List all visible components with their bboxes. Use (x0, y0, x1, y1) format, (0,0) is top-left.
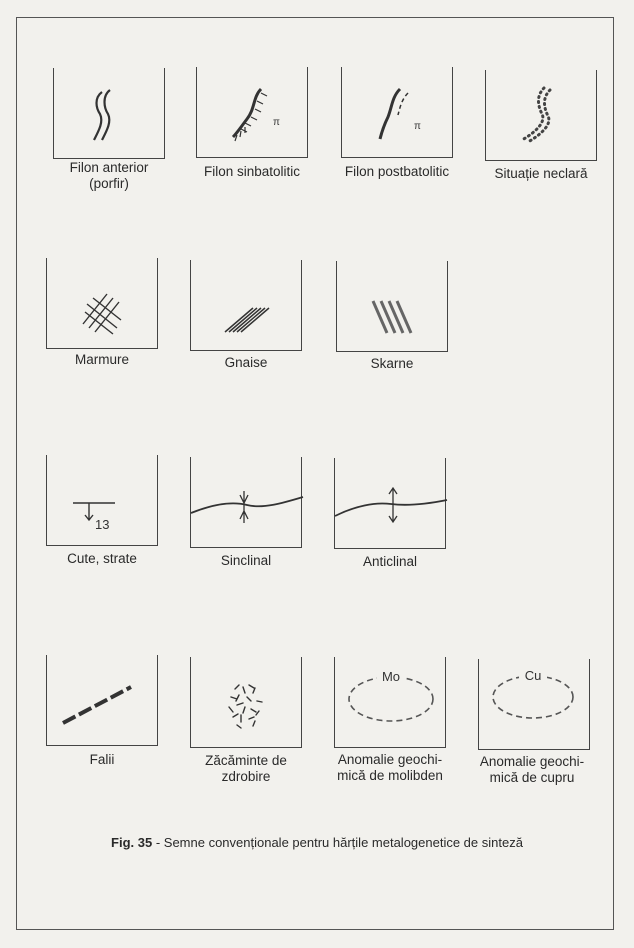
label-skarne: Skarne (370, 356, 414, 371)
label-zacaminte-zdrobire: Zăcăminte de zdrobire (205, 753, 287, 784)
molibden-element-label: Mo (382, 669, 400, 684)
situatie-neclara-icon (520, 86, 552, 144)
marmure-icon (82, 293, 122, 335)
label-anomalie-molibden: Anomalie geochi- mică de molibden (337, 752, 443, 783)
sinclinal-icon (190, 491, 304, 523)
label-filon-postbatolitic: Filon postbatolitic (344, 164, 450, 179)
label-gnaise: Gnaise (224, 355, 268, 370)
caption-text: - Semne convenționale pentru hărțile met… (152, 835, 523, 850)
falii-icon (62, 685, 132, 725)
caption-figure-number: Fig. 35 (111, 835, 153, 850)
anomalie-cupru-icon: Cu (492, 668, 574, 719)
label-cute-strate: Cute, strate (67, 551, 137, 566)
label-anticlinal: Anticlinal (362, 554, 418, 569)
symbol-box-situatie-neclara (485, 70, 597, 161)
gnaise-icon (224, 307, 270, 333)
symbol-box-falii (46, 655, 158, 746)
label-marmure: Marmure (74, 352, 129, 367)
figure-caption: Fig. 35 - Semne convenționale pentru hăr… (0, 835, 634, 850)
label-filon-sinbatolitic: Filon sinbatolitic (203, 164, 301, 179)
label-filon-anterior: Filon anterior (porfir) (69, 160, 149, 191)
cupru-element-label: Cu (525, 668, 542, 683)
filon-sinbatolitic-icon: π (231, 87, 280, 142)
filon-postbatolitic-icon: π (378, 87, 421, 140)
symbol-box-zacaminte-zdrobire (190, 657, 302, 748)
symbol-box-gnaise (190, 260, 302, 351)
anomalie-molibden-icon: Mo (348, 669, 434, 722)
label-falii: Falii (89, 752, 115, 767)
symbol-box-filon-sinbatolitic: π (196, 67, 308, 158)
anticlinal-icon (334, 486, 448, 524)
figure-frame (16, 17, 614, 930)
zacaminte-zdrobire-icon (228, 684, 263, 729)
label-situatie-neclara: Situație neclară (494, 166, 588, 181)
symbol-box-anticlinal (334, 458, 448, 549)
cute-strate-icon: 13 (73, 502, 115, 532)
cute-strate-value: 13 (95, 517, 109, 532)
symbol-box-skarne (336, 261, 448, 352)
symbol-box-filon-postbatolitic: π (341, 67, 453, 158)
symbol-box-anomalie-cupru: Cu (478, 659, 590, 750)
skarne-icon (371, 300, 413, 334)
label-sinclinal: Sinclinal (220, 553, 272, 568)
postbatolitic-pi-mark: π (414, 121, 421, 132)
symbol-box-marmure (46, 258, 158, 349)
symbol-box-cute-strate: 13 (46, 455, 158, 546)
filon-anterior-icon (93, 89, 111, 141)
symbol-box-filon-anterior (53, 68, 165, 159)
label-anomalie-cupru: Anomalie geochi- mică de cupru (479, 754, 585, 785)
symbol-box-anomalie-molibden: Mo (334, 657, 446, 748)
symbol-box-sinclinal (190, 457, 304, 548)
sinbatolitic-pi-mark: π (273, 117, 280, 128)
